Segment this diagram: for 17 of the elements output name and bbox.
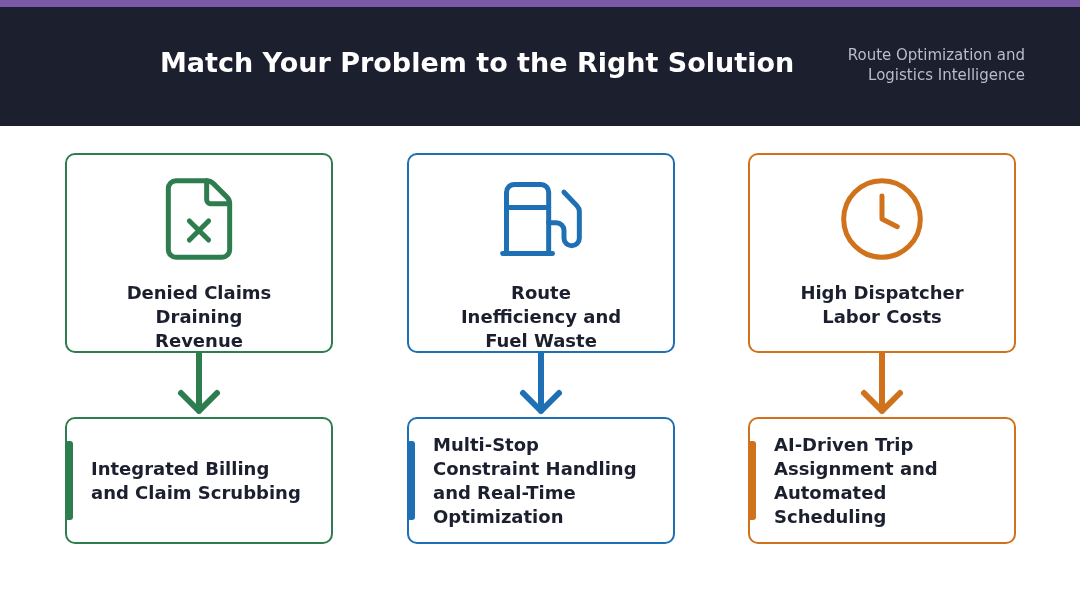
arrow xyxy=(178,350,220,414)
solution-card xyxy=(748,417,1016,544)
solution-text: Integrated Billing and Claim Scrubbing xyxy=(91,456,302,505)
solution-card xyxy=(65,417,333,544)
subtitle: Route Optimization and Logistics Intelligence xyxy=(846,45,1025,85)
problem-text: Route Inefficiency and Fuel Waste xyxy=(459,281,623,353)
title: Match Your Problem to the Right Solution xyxy=(160,47,795,78)
solution-text: AI-Driven Trip Assignment and Automated Scheduling xyxy=(774,432,939,529)
solution-text: Multi-Stop Constraint Handling and Real-Time Optimization xyxy=(433,432,638,529)
arrow xyxy=(520,350,562,414)
problem-card xyxy=(748,153,1016,353)
problem-card xyxy=(407,153,675,353)
solution-card xyxy=(407,417,675,544)
problem-card xyxy=(65,153,333,353)
problem-text: Denied Claims Draining Revenue xyxy=(125,281,273,353)
arrow xyxy=(861,350,903,414)
problem-text: High Dispatcher Labor Costs xyxy=(799,281,965,329)
